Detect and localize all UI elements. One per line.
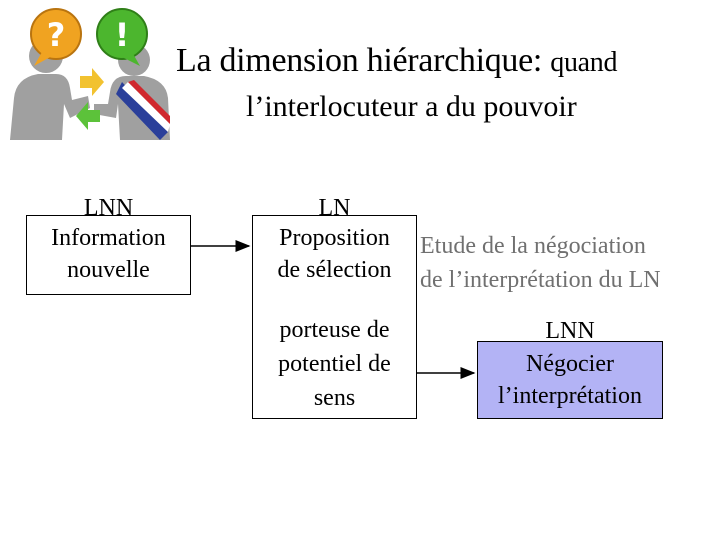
connector-arrows	[0, 0, 720, 540]
